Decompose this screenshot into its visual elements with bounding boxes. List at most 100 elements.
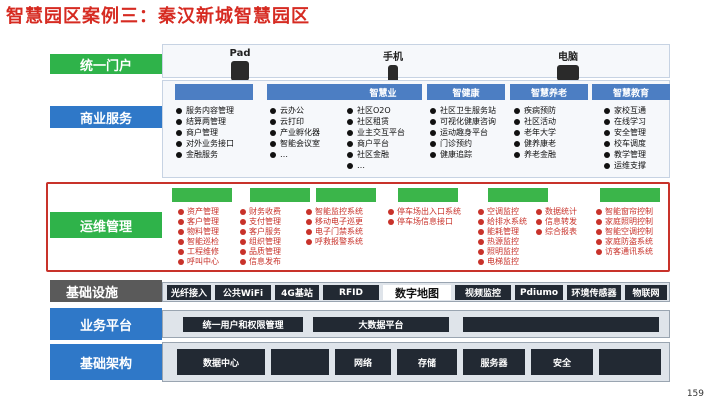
bullet-icon — [430, 129, 436, 136]
bullet-icon — [604, 118, 610, 125]
list-item: 家庭照明控制 — [596, 217, 653, 227]
bullet-icon — [176, 107, 182, 114]
list-item: 呼救报警系统 — [306, 237, 363, 247]
ops-column-3: 智能监控系统 移动电子巡更 电子门禁系统 呼救报警系统 — [306, 207, 363, 247]
bullet-icon — [347, 118, 353, 125]
platform-layer: 统一用户和权限管理 大数据平台 — [162, 310, 670, 338]
bullet-icon — [306, 209, 312, 215]
monitor-icon — [557, 65, 579, 81]
list-item: 养老金融 — [514, 149, 556, 160]
ops-column-7: 智能窗帘控制 家庭照明控制 智能空调控制 家庭防盗系统 访客通讯系统 — [596, 207, 653, 257]
bullet-icon — [536, 219, 542, 225]
biz-header-5: 智慧养老 — [510, 84, 588, 100]
list-item: 信息转发 — [536, 217, 577, 227]
ops-header — [250, 188, 310, 202]
bullet-icon — [306, 239, 312, 245]
list-item: 云办公 — [270, 105, 320, 116]
phone-icon — [388, 65, 398, 83]
list-item: 停车场信息接口 — [388, 217, 461, 227]
ops-header — [316, 188, 376, 202]
biz-column-5: 疾病预防 社区活动 老年大学 健养康老 养老金融 — [514, 105, 556, 160]
biz-header-3: 智慧业 — [344, 84, 422, 100]
biz-column-1: 服务内容管理 结算两管理 商户管理 对外业务接口 金融服务 — [176, 105, 234, 160]
ops-column-5: 空调监控 给排水系统 能耗管理 热源监控 照明监控 电梯监控 — [478, 207, 527, 267]
bullet-icon — [478, 229, 484, 235]
infra-item: RFID — [323, 285, 379, 300]
bullet-icon — [536, 209, 542, 215]
list-item: 家校互通 — [604, 105, 646, 116]
tablet-icon — [231, 61, 249, 81]
list-item: 门诊预约 — [430, 138, 496, 149]
list-item: 教学管理 — [604, 149, 646, 160]
bullet-icon — [536, 229, 542, 235]
page-number: 159 — [686, 389, 704, 399]
bullet-icon — [240, 219, 246, 225]
bullet-icon — [240, 239, 246, 245]
bullet-icon — [176, 151, 182, 158]
bullet-icon — [270, 140, 276, 147]
architecture-layer: 数据中心 网络 存储 服务器 安全 — [162, 342, 670, 382]
list-item: 照明监控 — [478, 247, 527, 257]
list-item: 工程维修 — [178, 247, 219, 257]
bullet-icon — [604, 162, 610, 169]
list-item: 智能空调控制 — [596, 227, 653, 237]
list-item: 访客通讯系统 — [596, 247, 653, 257]
list-item: 停车场出入口系统 — [388, 207, 461, 217]
arch-item: 存储 — [397, 349, 457, 375]
bullet-icon — [306, 229, 312, 235]
platform-item: 统一用户和权限管理 — [183, 317, 303, 332]
list-item: 数据统计 — [536, 207, 577, 217]
bullet-icon — [240, 249, 246, 255]
portal-device-pad: Pad — [225, 48, 255, 81]
list-item: 客户管理 — [178, 217, 219, 227]
bullet-icon — [347, 140, 353, 147]
infra-item: 数字地图 — [383, 285, 451, 300]
bullet-icon — [347, 129, 353, 136]
biz-column-3: 社区O2O 社区租赁 业主交互平台 商户平台 社区金融 … — [347, 105, 405, 171]
bullet-icon — [604, 140, 610, 147]
list-item: 客户服务 — [240, 227, 281, 237]
platform-item: 大数据平台 — [313, 317, 449, 332]
biz-header-2 — [267, 84, 345, 100]
list-item: 智能窗帘控制 — [596, 207, 653, 217]
bullet-icon — [240, 229, 246, 235]
bullet-icon — [514, 140, 520, 147]
bullet-icon — [604, 107, 610, 114]
list-item: 支付管理 — [240, 217, 281, 227]
bullet-icon — [514, 129, 520, 136]
list-item: 家庭防盗系统 — [596, 237, 653, 247]
bullet-icon — [478, 249, 484, 255]
infra-item: 4G基站 — [275, 285, 319, 300]
list-item: 热源监控 — [478, 237, 527, 247]
section-label-operations: 运维管理 — [50, 212, 162, 238]
bullet-icon — [270, 151, 276, 158]
list-item: 组织管理 — [240, 237, 281, 247]
list-item: 金融服务 — [176, 149, 234, 160]
platform-item — [463, 317, 659, 332]
bullet-icon — [270, 129, 276, 136]
section-label-business: 商业服务 — [50, 106, 162, 128]
bullet-icon — [176, 129, 182, 136]
arch-item: 服务器 — [463, 349, 525, 375]
list-item: 商户管理 — [176, 127, 234, 138]
infra-item: Pdiumo — [515, 285, 563, 300]
list-item: 健康追踪 — [430, 149, 496, 160]
bullet-icon — [176, 140, 182, 147]
bullet-icon — [478, 209, 484, 215]
infra-item: 光纤接入 — [167, 285, 211, 300]
list-item: 产业孵化器 — [270, 127, 320, 138]
list-item: 社区O2O — [347, 105, 405, 116]
list-item: 社区金融 — [347, 149, 405, 160]
bullet-icon — [514, 118, 520, 125]
list-item: 服务内容管理 — [176, 105, 234, 116]
bullet-icon — [306, 219, 312, 225]
list-item: 可视化健康咨询 — [430, 116, 496, 127]
bullet-icon — [388, 219, 394, 225]
bullet-icon — [270, 118, 276, 125]
list-item: 能耗管理 — [478, 227, 527, 237]
list-item: 社区卫生服务站 — [430, 105, 496, 116]
list-item: 云打印 — [270, 116, 320, 127]
bullet-icon — [347, 151, 353, 158]
bullet-icon — [430, 151, 436, 158]
bullet-icon — [176, 118, 182, 125]
